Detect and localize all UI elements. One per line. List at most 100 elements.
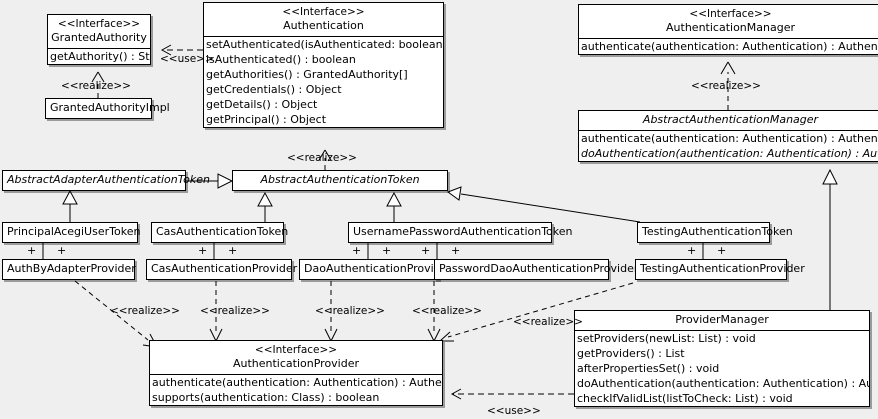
assoc-mark-testing-right: + <box>717 244 727 257</box>
class-header-testing-authentication-provider: TestingAuthenticationProvider <box>636 260 805 279</box>
class-box-principal-acegi-user-token[interactable]: PrincipalAcegiUserToken <box>2 222 141 243</box>
member-row: authenticate(authentication: Authenticat… <box>581 132 878 145</box>
class-box-authentication-provider[interactable]: <<Interface>> AuthenticationProvider aut… <box>149 340 443 406</box>
class-box-abstract-authentication-manager[interactable]: AbstractAuthenticationManager authentica… <box>578 110 878 162</box>
class-header-granted-authority: <<Interface>> GrantedAuthority <box>48 15 150 49</box>
class-header-dao-authentication-provider: DaoAuthenticationProvider <box>300 260 452 279</box>
class-header-auth-by-adapter-provider: AuthByAdapterProvider <box>3 260 136 279</box>
member-row: doAuthentication(authentication: Authent… <box>577 377 869 390</box>
edge-label-realize-password-dao-authentication-provider: <<realize>> <box>412 305 482 317</box>
class-members-authentication-manager: authenticate(authentication: Authenticat… <box>579 39 878 54</box>
class-header-testing-authentication-token: TestingAuthenticationToken <box>638 223 793 242</box>
class-members-granted-authority: getAuthority() : String <box>48 49 150 64</box>
class-name-label: AuthenticationProvider <box>232 357 360 370</box>
assoc-mark-upat-c: + <box>421 244 431 257</box>
edge-label-use-granted-authority: <<use>> <box>160 53 214 65</box>
edge-principalacegiusertoken-extends-abstractadaptertoken <box>62 189 78 222</box>
assoc-mark-upat-b: + <box>382 244 392 257</box>
member-row: getAuthorities() : GrantedAuthority[] <box>206 68 408 81</box>
class-box-username-password-authentication-token[interactable]: UsernamePasswordAuthenticationToken <box>348 222 573 243</box>
class-members-abstract-authentication-manager: authenticate(authentication: Authenticat… <box>579 131 878 161</box>
class-name-label: GrantedAuthority <box>51 31 147 44</box>
class-name-label: Authentication <box>283 19 364 32</box>
class-name-label: PrincipalAcegiUserToken <box>7 225 141 238</box>
class-members-provider-manager: setProviders(newList: List) : void getPr… <box>575 331 869 406</box>
edge-providermanager-extends-abstractauthenticationmanager <box>822 168 838 310</box>
class-name-label: CasAuthenticationProvider <box>151 262 298 275</box>
member-row: authenticate(authentication: Authenticat… <box>152 376 442 389</box>
edge-label-realize-provider-manager: <<realize>> <box>513 316 583 328</box>
class-name-label: AbstractAdapterAuthenticationToken <box>7 173 210 186</box>
member-row: setAuthenticated(isAuthenticated: boolea… <box>206 38 443 51</box>
class-box-cas-authentication-token[interactable]: CasAuthenticationToken <box>151 222 289 243</box>
assoc-mark-upat-a: + <box>352 244 362 257</box>
edge-label-realize-granted-authority-impl: <<realize>> <box>61 80 131 92</box>
assoc-mark-upat-d: + <box>451 244 461 257</box>
class-name-label: GrantedAuthorityImpl <box>50 101 170 114</box>
member-row: getProviders() : List <box>577 347 685 360</box>
class-header-authentication-manager: <<Interface>> AuthenticationManager <box>579 5 878 39</box>
class-members-authentication: setAuthenticated(isAuthenticated: boolea… <box>204 37 443 127</box>
member-row: getDetails() : Object <box>206 98 318 111</box>
class-name-label: AuthByAdapterProvider <box>7 262 136 275</box>
edge-label-realize-auth-by-adapter-provider: <<realize>> <box>110 305 180 317</box>
class-name-label: AbstractAuthenticationToken <box>260 173 420 186</box>
class-box-authentication-manager[interactable]: <<Interface>> AuthenticationManager auth… <box>578 4 878 55</box>
class-box-granted-authority-impl[interactable]: GrantedAuthorityImpl <box>45 98 170 119</box>
class-box-granted-authority[interactable]: <<Interface>> GrantedAuthority getAuthor… <box>47 14 151 65</box>
member-row: doAuthentication(authentication: Authent… <box>581 147 878 160</box>
class-header-provider-manager: ProviderManager <box>575 311 869 331</box>
member-row: getAuthority() : String <box>50 50 150 63</box>
edge-label-realize-dao-authentication-provider: <<realize>> <box>315 305 385 317</box>
stereotype-label: <<Interface>> <box>254 344 338 356</box>
class-name-label: CasAuthenticationToken <box>156 225 289 238</box>
assoc-mark-testing-left: + <box>687 244 697 257</box>
class-box-provider-manager[interactable]: ProviderManager setProviders(newList: Li… <box>574 310 870 407</box>
class-box-cas-authentication-provider[interactable]: CasAuthenticationProvider <box>146 259 298 280</box>
member-row: authenticate(authentication: Authenticat… <box>581 40 878 53</box>
class-header-username-password-authentication-token: UsernamePasswordAuthenticationToken <box>349 223 573 242</box>
stereotype-label: <<Interface>> <box>57 18 141 30</box>
class-header-cas-authentication-token: CasAuthenticationToken <box>152 223 289 242</box>
assoc-mark-principal-right: + <box>57 244 67 257</box>
class-name-label: TestingAuthenticationProvider <box>640 262 805 275</box>
class-header-cas-authentication-provider: CasAuthenticationProvider <box>147 260 298 279</box>
assoc-mark-principal-left: + <box>27 244 37 257</box>
class-name-label: PasswordDaoAuthenticationProvider <box>439 262 639 275</box>
edge-label-realize-cas-authentication-provider: <<realize>> <box>200 305 270 317</box>
class-box-testing-authentication-provider[interactable]: TestingAuthenticationProvider <box>635 259 805 280</box>
class-header-authentication: <<Interface>> Authentication <box>204 3 443 37</box>
edge-usernamepasswordtoken-extends-abstractauthenticationtoken <box>386 191 402 222</box>
class-name-label: ProviderManager <box>675 313 769 326</box>
class-header-password-dao-authentication-provider: PasswordDaoAuthenticationProvider <box>435 260 639 279</box>
class-name-label: AuthenticationManager <box>666 21 795 34</box>
class-box-authentication[interactable]: <<Interface>> Authentication setAuthenti… <box>203 2 444 128</box>
assoc-mark-cas-left: + <box>198 244 208 257</box>
edge-label-realize-authentication-token: <<realize>> <box>287 152 357 164</box>
class-name-label: AbstractAuthenticationManager <box>642 113 819 126</box>
class-box-dao-authentication-provider[interactable]: DaoAuthenticationProvider <box>299 259 452 280</box>
member-row: checkIfValidList(listToCheck: List) : vo… <box>577 392 793 405</box>
class-header-abstract-authentication-token: AbstractAuthenticationToken <box>233 171 447 190</box>
member-row: setProviders(newList: List) : void <box>577 332 756 345</box>
member-row: supports(authentication: Class) : boolea… <box>152 391 380 404</box>
member-row: getCredentials() : Object <box>206 83 342 96</box>
assoc-mark-cas-right: + <box>228 244 238 257</box>
class-header-abstract-adapter-authentication-token: AbstractAdapterAuthenticationToken <box>3 171 210 190</box>
stereotype-label: <<Interface>> <box>689 8 772 20</box>
class-box-password-dao-authentication-provider[interactable]: PasswordDaoAuthenticationProvider <box>434 259 639 280</box>
class-box-testing-authentication-token[interactable]: TestingAuthenticationToken <box>637 222 793 243</box>
class-members-authentication-provider: authenticate(authentication: Authenticat… <box>150 375 442 405</box>
edge-casauthenticationtoken-extends-abstractauthenticationtoken <box>257 191 273 222</box>
class-name-label: UsernamePasswordAuthenticationToken <box>353 225 573 238</box>
member-row: getPrincipal() : Object <box>206 113 327 126</box>
class-box-abstract-adapter-authentication-token[interactable]: AbstractAdapterAuthenticationToken <box>2 170 210 191</box>
class-header-authentication-provider: <<Interface>> AuthenticationProvider <box>150 341 442 375</box>
class-header-granted-authority-impl: GrantedAuthorityImpl <box>46 99 170 118</box>
class-header-principal-acegi-user-token: PrincipalAcegiUserToken <box>3 223 141 242</box>
class-header-abstract-authentication-manager: AbstractAuthenticationManager <box>579 111 878 131</box>
class-box-auth-by-adapter-provider[interactable]: AuthByAdapterProvider <box>2 259 136 280</box>
class-box-abstract-authentication-token[interactable]: AbstractAuthenticationToken <box>232 170 448 191</box>
class-name-label: DaoAuthenticationProvider <box>304 262 452 275</box>
